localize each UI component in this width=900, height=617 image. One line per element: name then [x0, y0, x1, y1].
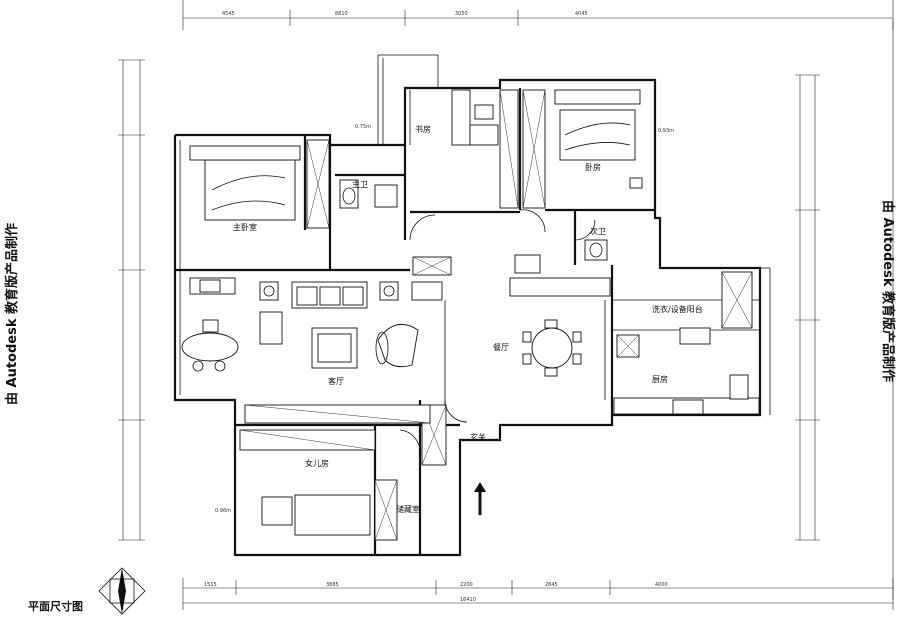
room-daughter: 女儿房 [305, 458, 329, 468]
beds [189, 89, 641, 536]
entrance-arrow-icon [474, 482, 486, 515]
exterior-walls [173, 54, 771, 557]
compass-icon [98, 567, 146, 615]
left-dimension-chain [118, 59, 145, 541]
room-master-bedroom: 主卧室 [233, 222, 257, 232]
room-kitchen: 厨房 [652, 374, 668, 384]
fixtures [199, 104, 749, 415]
dim-top-2: 8810 [335, 11, 348, 17]
top-dimension-chain: 4545 8810 3050 4045 [182, 0, 894, 600]
annotations: 0.75m 0.93m 0.96m [215, 124, 674, 514]
dim-bottom-1: 1515 [204, 582, 217, 588]
dining-table [522, 319, 582, 377]
room-storage: 储藏室 [396, 504, 420, 514]
wardrobes [239, 89, 760, 541]
room-labels: 主卧室 主卫 书房 卧房 次卫 客厅 餐厅 洗衣/设备阳台 厨房 女儿房 玄关 … [233, 124, 703, 514]
room-study: 书房 [415, 124, 431, 134]
dim-bottom-4: 2845 [545, 582, 558, 588]
living-furniture [181, 277, 443, 372]
room-master-bath: 主卫 [352, 179, 368, 189]
annotation-1: 0.75m [355, 124, 371, 130]
dim-bottom-3: 2200 [460, 582, 473, 588]
study-desk [409, 89, 499, 146]
door-swings [399, 209, 596, 453]
drawing-title: 平面尺寸图 [28, 599, 83, 613]
dim-top-4: 4045 [575, 11, 588, 17]
room-living: 客厅 [328, 376, 344, 386]
dim-top-1: 4545 [222, 11, 235, 17]
room-laundry: 洗衣/设备阳台 [652, 304, 703, 314]
room-foyer: 玄关 [470, 432, 486, 442]
dim-bottom-2: 3885 [326, 582, 339, 588]
watermark-right: 由 Autodesk 教育版产品制作 [880, 200, 896, 382]
dim-bottom-total: 16410 [460, 597, 476, 603]
right-dimension-chain [795, 74, 820, 541]
annotation-2: 0.93m [658, 128, 674, 134]
room-bedroom: 卧房 [585, 162, 601, 172]
dim-top-3: 3050 [455, 11, 468, 17]
room-guest-bath: 次卫 [590, 226, 606, 236]
watermark-left: 由 Autodesk 教育版产品制作 [4, 223, 20, 405]
room-dining: 餐厅 [493, 343, 509, 352]
bottom-dimension-chain: 1515 3885 2200 2845 4000 16410 [182, 578, 894, 610]
dim-bottom-5: 4000 [655, 582, 668, 588]
annotation-3: 0.96m [215, 508, 231, 514]
